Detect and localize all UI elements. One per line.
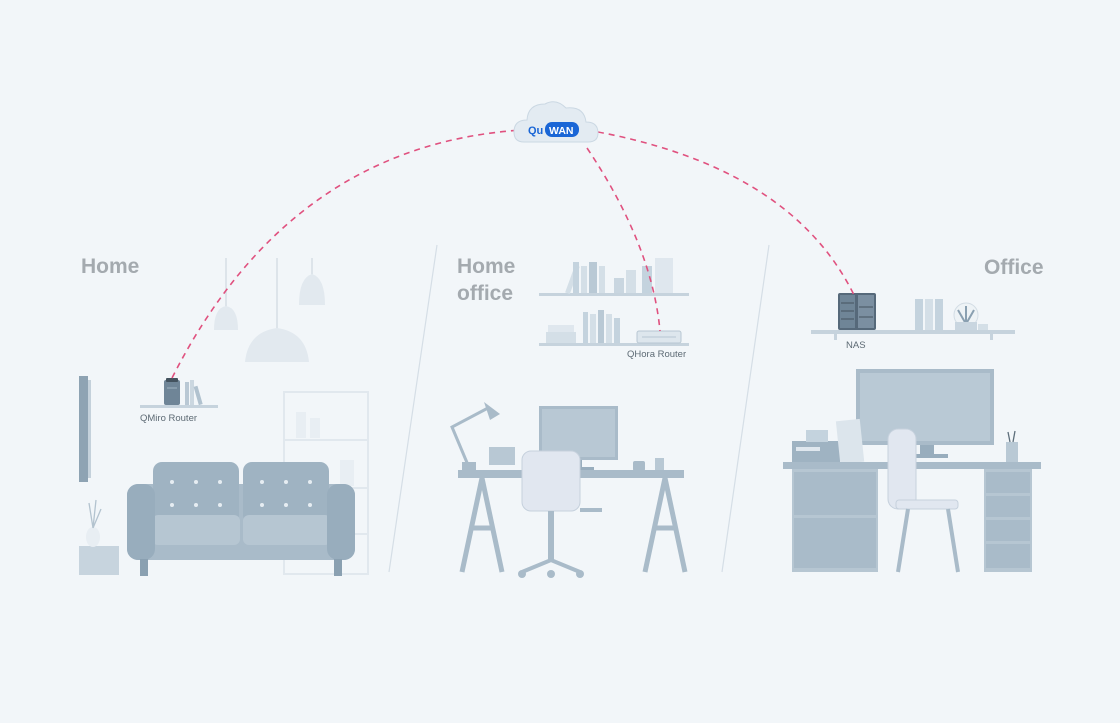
- cloud-logo-highlight: WAN: [549, 125, 574, 137]
- home-scene: [79, 258, 368, 576]
- qmiro-router-device: [164, 378, 180, 405]
- sofa: [127, 462, 355, 576]
- zone-title-home: Home: [81, 253, 139, 280]
- paper-stack: [836, 419, 864, 464]
- binders: [915, 299, 943, 330]
- books-lower: [546, 310, 620, 343]
- device-label-qmiro: QMiro Router: [140, 413, 197, 424]
- printer: [792, 430, 840, 463]
- zone-title-home-office: Home office: [457, 253, 515, 307]
- cloud-logo-prefix: Qu: [528, 125, 543, 137]
- qhora-router-device: [637, 331, 681, 343]
- vase: [86, 527, 100, 547]
- device-label-qhora: QHora Router: [627, 349, 686, 360]
- office-monitor: [856, 369, 994, 458]
- quwan-cloud: Qu WAN: [514, 102, 598, 142]
- side-table: [79, 546, 119, 575]
- wall-shelf: [140, 405, 218, 408]
- device-label-nas: NAS: [846, 340, 866, 351]
- nas-device: [838, 293, 876, 330]
- office-shelf: [811, 330, 1015, 334]
- zone-divider: [389, 245, 437, 572]
- tv: [79, 376, 88, 482]
- office-scene: [783, 293, 1041, 572]
- zone-title-office: Office: [984, 254, 1044, 281]
- books-upper: [565, 258, 673, 294]
- plant: [954, 303, 978, 330]
- link-qhora-to-cloud: [587, 148, 660, 331]
- zone-divider: [722, 245, 769, 572]
- pendant-lamps: [214, 258, 325, 362]
- upper-shelf: [539, 293, 689, 296]
